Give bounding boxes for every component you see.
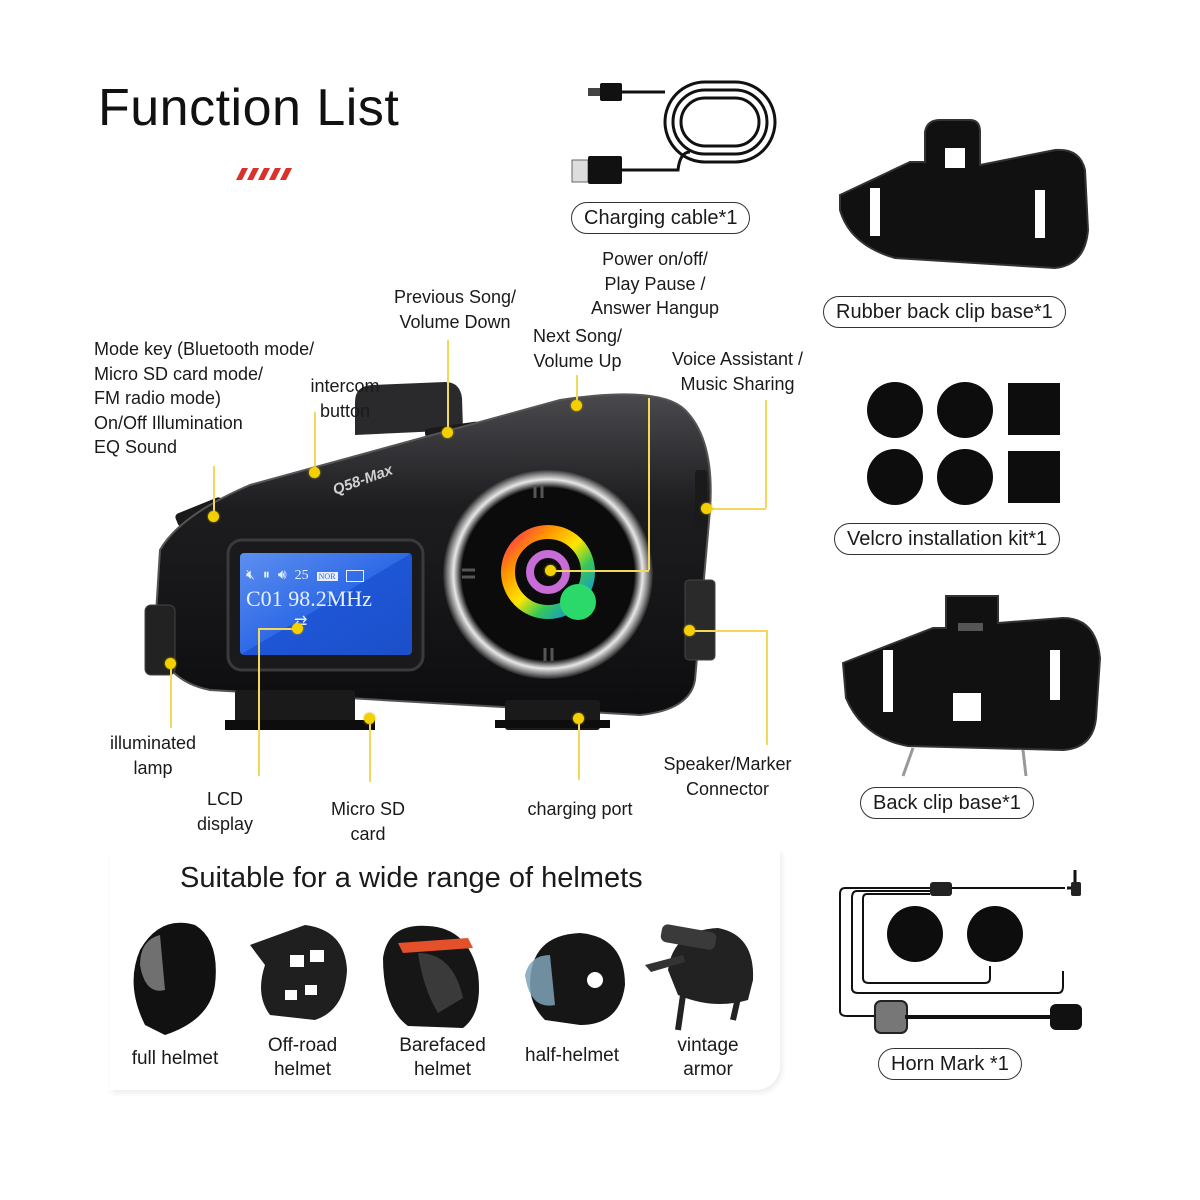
callout-line bbox=[170, 668, 172, 728]
callout-line bbox=[693, 630, 767, 632]
callout-illuminated-lamp: illuminated lamp bbox=[109, 733, 197, 778]
volume-level: 25 bbox=[294, 568, 309, 583]
mute-icon: 🔇︎ bbox=[246, 568, 255, 583]
callout-previous-song: Previous Song/ Volume Down bbox=[393, 287, 517, 332]
callout-charging-port: charging port bbox=[527, 799, 633, 819]
accessory-horn-mark: Horn Mark *1 bbox=[878, 1048, 1022, 1080]
accessory-back-clip-base: Back clip base*1 bbox=[860, 787, 1034, 819]
accent-stripes bbox=[236, 168, 292, 180]
vintage-helmet-icon bbox=[645, 924, 754, 1031]
intercom-pair-icon: ⇄ bbox=[294, 614, 308, 631]
lcd-screen bbox=[240, 553, 412, 655]
callout-micro-sd: Micro SD card bbox=[330, 799, 405, 844]
helmets-section-title: Suitable for a wide range of helmets bbox=[180, 862, 643, 894]
volume-icon: 🔊︎ bbox=[277, 568, 287, 583]
half-helmet-icon bbox=[525, 933, 625, 1025]
callout-line bbox=[648, 398, 650, 570]
callout-line bbox=[765, 400, 767, 508]
callout-line bbox=[710, 508, 766, 510]
accessory-charging-cable: Charging cable*1 bbox=[571, 202, 751, 234]
callout-voice-assistant: Voice Assistant / Music Sharing bbox=[671, 349, 804, 394]
helmet-label-off-road: Off-road helmet bbox=[267, 1035, 338, 1080]
accessory-rubber-back-clip: Rubber back clip base*1 bbox=[823, 296, 1066, 328]
page-title: Function List bbox=[98, 79, 400, 137]
callout-line bbox=[258, 628, 296, 630]
lcd-channel: C01 bbox=[246, 586, 283, 611]
helmet-label-barefaced: Barefaced helmet bbox=[399, 1035, 486, 1080]
rgb-logo-icon bbox=[501, 525, 595, 619]
callout-line bbox=[576, 375, 578, 403]
callout-power: Power on/off/ Play Pause / Answer Hangup bbox=[590, 249, 720, 318]
callout-dot bbox=[684, 625, 695, 636]
callout-dot bbox=[442, 427, 453, 438]
helmet-label-vintage: vintage armor bbox=[677, 1035, 739, 1080]
callout-dot bbox=[545, 565, 556, 576]
callout-line bbox=[553, 570, 649, 572]
battery-icon bbox=[345, 570, 364, 582]
helmet-label-half: half-helmet bbox=[525, 1045, 619, 1066]
callout-dot bbox=[292, 623, 303, 634]
callout-line bbox=[447, 340, 449, 432]
callout-dot bbox=[364, 713, 375, 724]
callout-line bbox=[369, 720, 371, 782]
lcd-content: 🔇︎ ⏸︎ 🔊︎ 25 NOR C01 98.2MHz ⇄ bbox=[246, 568, 406, 632]
intercom-flap bbox=[355, 382, 463, 435]
callout-line bbox=[213, 466, 215, 516]
callout-intercom: intercom button bbox=[310, 376, 380, 421]
callout-line bbox=[258, 628, 260, 776]
lcd-unit: MHz bbox=[326, 586, 372, 611]
callout-lcd-display: LCD display bbox=[196, 789, 254, 834]
callout-dot bbox=[208, 511, 219, 522]
callout-dot bbox=[701, 503, 712, 514]
helmet-label-full: full helmet bbox=[131, 1048, 219, 1069]
callout-speaker-connector: Speaker/Marker Connector bbox=[663, 754, 792, 799]
usb-cable-icon bbox=[571, 80, 777, 184]
callout-line bbox=[578, 720, 580, 780]
accessory-velcro-kit: Velcro installation kit*1 bbox=[834, 523, 1061, 555]
callout-dot bbox=[573, 713, 584, 724]
callout-next-song: Next Song/ Volume Up bbox=[532, 326, 623, 371]
callout-mode-key: Mode key (Bluetooth mode/ Micro SD card … bbox=[94, 339, 315, 457]
barefaced-helmet-icon bbox=[383, 925, 479, 1028]
callout-dot bbox=[309, 467, 320, 478]
velcro-pads-icon bbox=[867, 382, 1060, 505]
pause-icon: ⏸︎ bbox=[262, 568, 270, 583]
callout-line bbox=[314, 412, 316, 472]
full-helmet-icon bbox=[133, 922, 216, 1035]
off-road-helmet-icon bbox=[250, 925, 347, 1020]
callout-dot bbox=[571, 400, 582, 411]
callout-dot bbox=[165, 658, 176, 669]
clip-base-icon bbox=[839, 119, 1090, 270]
eq-badge: NOR bbox=[316, 571, 338, 581]
back-clip-icon bbox=[841, 595, 1102, 777]
lcd-frequency: 98.2 bbox=[288, 586, 327, 611]
callout-line bbox=[766, 630, 768, 745]
headset-speaker-icon bbox=[839, 870, 1082, 1034]
